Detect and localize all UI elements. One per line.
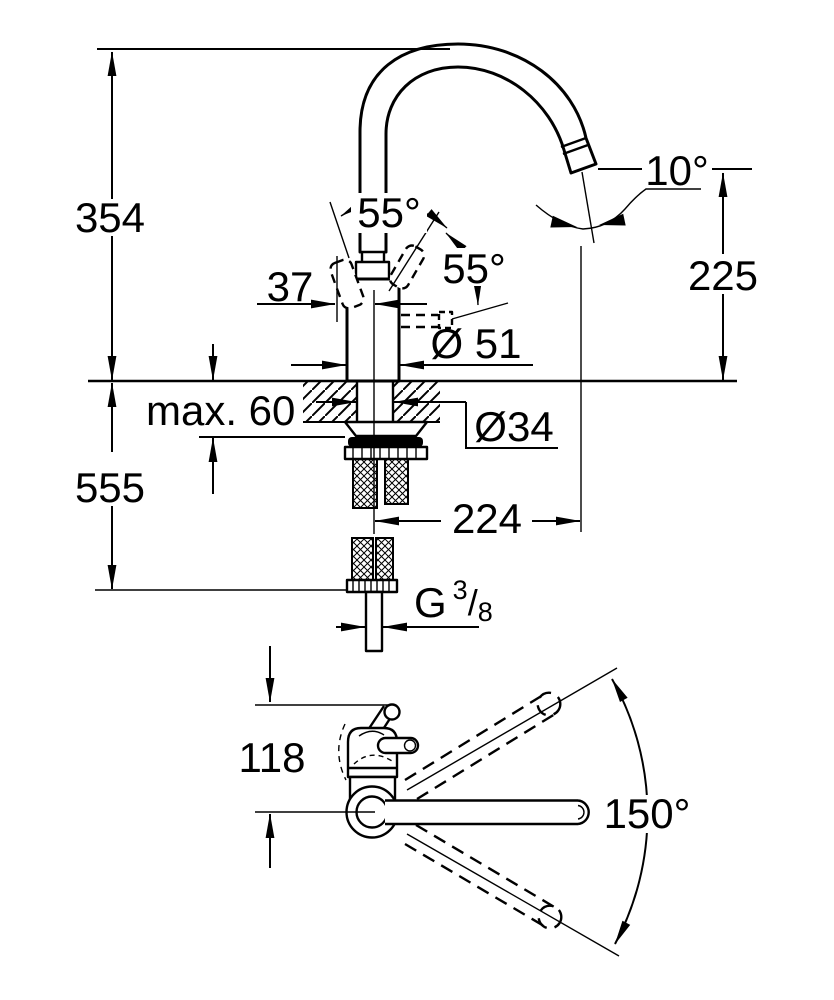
lever-position-horizontal-dashed [401,310,454,330]
lever-position-left-dashed [329,258,365,310]
faucet-top [338,703,590,839]
dim-354: 354 [75,48,450,381]
angle-55-right-label: 55° [442,245,506,292]
mounting-hardware [343,381,429,653]
dim-37: 37 [257,256,427,322]
dim-34-label: Ø34 [474,403,553,450]
dim-34: Ø34 [316,397,558,450]
swivel-range [404,667,649,957]
supply-hoses-upper [352,458,409,509]
stream-line [581,171,595,244]
angle-55-right: 55° [441,232,509,320]
spout-tube-fill [385,800,589,824]
angle-55-top: 55° [329,189,448,292]
lever-horn-left [367,705,385,731]
dim-118: 118 [239,646,388,868]
faucet [329,42,598,534]
spout-position-down-dashed [404,823,563,930]
dim-354-label: 354 [75,194,145,241]
aerator-joint [560,136,589,156]
dim-51: Ø 51 [291,320,533,370]
mounting-flange [343,420,429,438]
cartridge-cap [354,260,391,281]
spout-position-up-dashed [404,691,562,801]
angle-150-label: 150° [604,790,691,837]
seal-ring [348,437,423,447]
dim-118-label: 118 [239,734,306,781]
supply-hoses-lower [351,537,394,581]
angle-55-top-label: 55° [357,189,421,236]
dim-224: 224 [374,246,582,542]
dim-51-label: Ø 51 [430,320,521,367]
angle-150: 150° [600,790,694,837]
front-view: 354 555 max. 60 37 Ø 51 [75,42,758,653]
dim-225: 225 [688,172,758,381]
dim-max60-label: max. 60 [146,387,295,434]
dim-555: 555 [75,382,347,591]
spout-fill [360,44,596,252]
dim-224-label: 224 [452,495,522,542]
mounting-nut [343,445,429,461]
angle-10-arrow-left [550,215,577,228]
dim-37-label: 37 [267,263,314,310]
thread-pipe [364,590,384,653]
dim-225-label: 225 [688,252,758,299]
lever-tip [383,703,401,721]
angle-10-arrow-right [599,213,626,226]
angle-10-label: 10° [645,147,709,194]
top-view: 118 150° [239,646,694,957]
lever-knob [376,736,420,755]
spout-outline [358,42,598,254]
dim-max-60: max. 60 [146,344,345,494]
body-dashed-arc [338,723,347,781]
spout-tube [385,799,590,826]
hose-nuts [345,578,399,594]
dim-555-label: 555 [75,464,145,511]
angle-10: 10° [535,147,752,244]
lever-position-right-dashed [388,244,426,290]
